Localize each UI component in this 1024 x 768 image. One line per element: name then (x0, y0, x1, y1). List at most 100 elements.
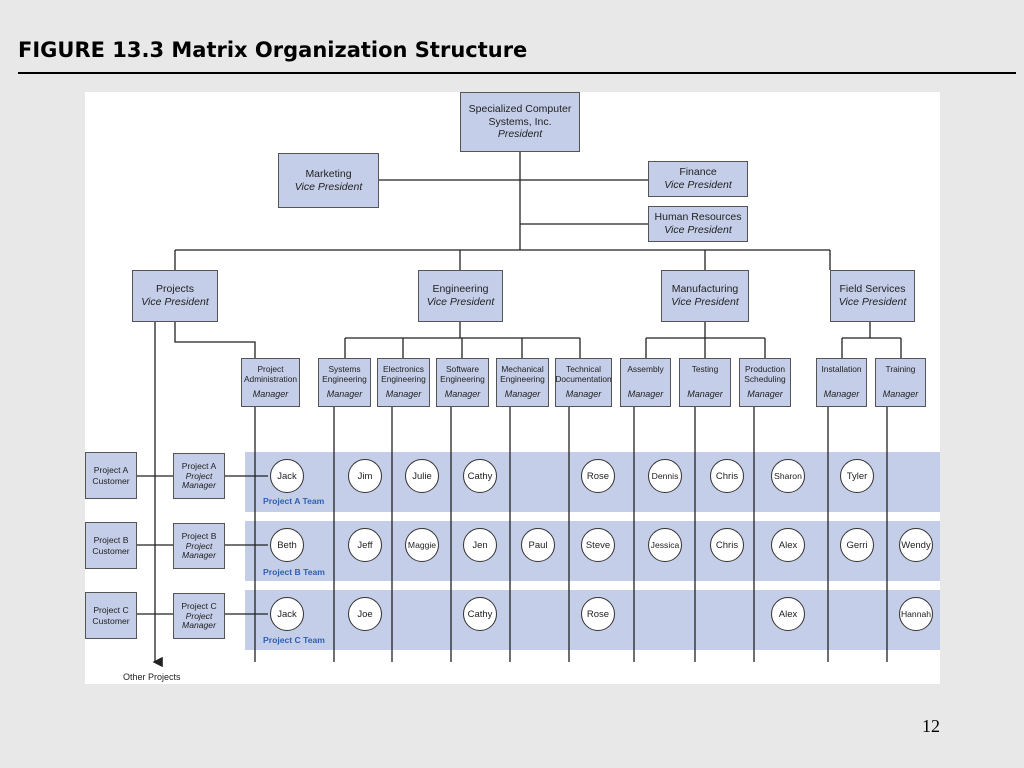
team-member-cathy: Cathy (463, 597, 497, 631)
team-member-jim: Jim (348, 459, 382, 493)
team-member-beth: Beth (270, 528, 304, 562)
projects-vp-box: Projects Vice President (132, 270, 218, 322)
president-box: Specialized Computer Systems, Inc. Presi… (460, 92, 580, 152)
page-number: 12 (922, 716, 940, 736)
team-member-steve: Steve (581, 528, 615, 562)
assembly-role: Manager (627, 389, 664, 400)
team-member-paul: Paul (521, 528, 555, 562)
assembly-box: Assembly Manager (620, 358, 671, 407)
projects-vp-role: Vice President (141, 296, 209, 308)
project-b-manager-role: Project Manager (182, 540, 216, 561)
project-a-manager-role: Project Manager (182, 470, 216, 491)
team-member-sharon: Sharon (771, 459, 805, 493)
marketing-role: Vice President (294, 180, 363, 193)
marketing-box: Marketing Vice President (278, 153, 379, 208)
mechanical-engineering-box: Mechanical Engineering Manager (496, 358, 549, 407)
technical-documentation-name: Technical Documentation (555, 364, 612, 385)
electronics-engineering-name: Electronics Engineering (381, 364, 426, 385)
testing-box: Testing Manager (679, 358, 731, 407)
installation-role: Manager (823, 389, 860, 400)
project-b-manager-box: Project B Project Manager (173, 523, 225, 569)
team-member-julie: Julie (405, 459, 439, 493)
figure-title: FIGURE 13.3 Matrix Organization Structur… (18, 38, 528, 62)
manufacturing-vp-box: Manufacturing Vice President (661, 270, 749, 322)
president-role: President (497, 128, 543, 141)
other-projects-label: Other Projects (123, 672, 181, 682)
human-resources-role: Vice President (664, 224, 732, 236)
president-name: Specialized Computer Systems, Inc. (468, 102, 572, 128)
finance-role: Vice President (664, 179, 732, 191)
team-member-rose: Rose (581, 459, 615, 493)
systems-engineering-role: Manager (326, 389, 363, 400)
technical-documentation-box: Technical Documentation Manager (555, 358, 612, 407)
team-member-jeff: Jeff (348, 528, 382, 562)
field-services-vp-role: Vice President (838, 296, 907, 308)
project-c-manager-box: Project C Project Manager (173, 593, 225, 639)
installation-box: Installation Manager (816, 358, 867, 407)
finance-name: Finance (679, 166, 717, 179)
engineering-vp-role: Vice President (426, 296, 495, 308)
team-member-chris: Chris (710, 528, 744, 562)
team-member-alex: Alex (771, 528, 805, 562)
team-member-jack: Jack (270, 597, 304, 631)
team-member-jessica: Jessica (648, 528, 682, 562)
org-chart-diagram: Specialized Computer Systems, Inc. Presi… (85, 92, 940, 684)
engineering-vp-box: Engineering Vice President (418, 270, 503, 322)
project-a-manager-name: Project A (181, 461, 217, 472)
software-engineering-role: Manager (444, 389, 481, 400)
engineering-vp-name: Engineering (432, 283, 489, 296)
manufacturing-vp-name: Manufacturing (671, 283, 739, 296)
production-scheduling-name: Production Scheduling (744, 364, 786, 385)
electronics-engineering-box: Electronics Engineering Manager (377, 358, 430, 407)
training-name: Training (885, 364, 916, 374)
training-role: Manager (882, 389, 919, 400)
team-member-chris: Chris (710, 459, 744, 493)
testing-role: Manager (687, 389, 723, 400)
project-a-team-label: Project A Team (263, 496, 325, 506)
project-administration-name: Project Administration (243, 364, 298, 385)
projects-vp-name: Projects (156, 283, 194, 296)
systems-engineering-name: Systems Engineering (322, 364, 367, 385)
software-engineering-name: Software Engineering (440, 364, 485, 385)
title-rule (18, 72, 1016, 74)
team-member-tyler: Tyler (840, 459, 874, 493)
field-services-vp-name: Field Services (839, 283, 906, 296)
production-scheduling-role: Manager (747, 389, 783, 400)
team-member-jack: Jack (270, 459, 304, 493)
team-member-hannah: Hannah (899, 597, 933, 631)
team-member-jen: Jen (463, 528, 497, 562)
team-member-gerri: Gerri (840, 528, 874, 562)
marketing-name: Marketing (305, 167, 352, 180)
human-resources-box: Human Resources Vice President (648, 206, 748, 242)
team-member-maggie: Maggie (405, 528, 439, 562)
team-member-alex: Alex (771, 597, 805, 631)
project-b-manager-name: Project B (181, 531, 217, 542)
team-member-wendy: Wendy (899, 528, 933, 562)
systems-engineering-box: Systems Engineering Manager (318, 358, 371, 407)
team-member-cathy: Cathy (463, 459, 497, 493)
electronics-engineering-role: Manager (385, 389, 422, 400)
training-box: Training Manager (875, 358, 926, 407)
project-administration-box: Project Administration Manager (241, 358, 300, 407)
finance-box: Finance Vice President (648, 161, 748, 197)
project-a-customer-label: Project A Customer (92, 465, 130, 486)
team-member-dennis: Dennis (648, 459, 682, 493)
project-a-manager-box: Project A Project Manager (173, 453, 225, 499)
manufacturing-vp-role: Vice President (671, 296, 739, 308)
technical-documentation-role: Manager (565, 389, 602, 400)
installation-name: Installation (821, 364, 862, 374)
production-scheduling-box: Production Scheduling Manager (739, 358, 791, 407)
project-c-customer-label: Project C Customer (92, 605, 130, 626)
project-b-customer-label: Project B Customer (92, 535, 130, 556)
human-resources-name: Human Resources (654, 211, 742, 224)
project-c-customer-box: Project C Customer (85, 592, 137, 639)
testing-name: Testing (691, 364, 719, 374)
team-member-joe: Joe (348, 597, 382, 631)
team-member-rose: Rose (581, 597, 615, 631)
project-b-team-label: Project B Team (263, 567, 325, 577)
software-engineering-box: Software Engineering Manager (436, 358, 489, 407)
connector-lines (137, 152, 902, 668)
project-c-manager-role: Project Manager (182, 610, 216, 631)
project-b-customer-box: Project B Customer (85, 522, 137, 569)
assembly-name: Assembly (627, 364, 664, 374)
